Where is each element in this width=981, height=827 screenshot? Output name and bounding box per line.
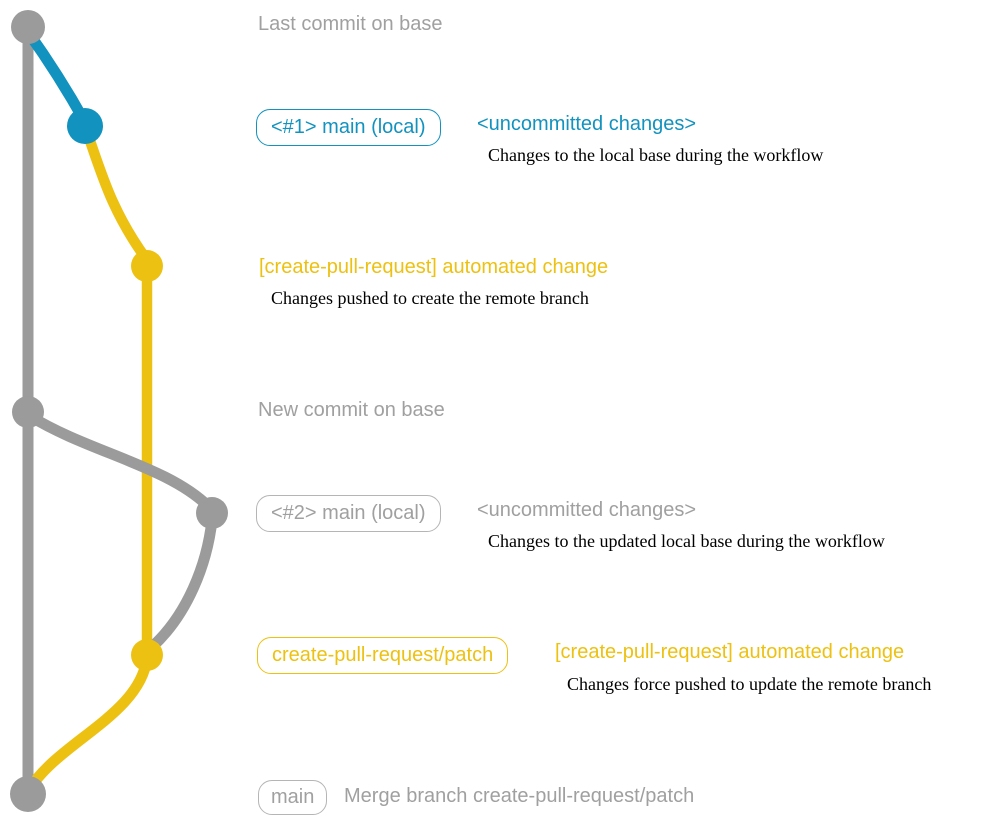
commit-caption-automated-1: Changes pushed to create the remote bran… bbox=[271, 288, 589, 308]
commit-caption-automated-2: Changes force pushed to update the remot… bbox=[567, 674, 932, 694]
commit-dot-last-base bbox=[11, 10, 45, 44]
commit-caption-uncommitted-2: Changes to the updated local base during… bbox=[488, 531, 885, 551]
commit-dot-local-1 bbox=[67, 108, 103, 144]
gray-rebase-curve-in bbox=[146, 514, 218, 653]
commit-dot-new-base bbox=[12, 396, 44, 428]
commit-dot-automated-1 bbox=[131, 250, 163, 282]
note-new-commit-on-base: New commit on base bbox=[258, 399, 445, 421]
gray-rebase-curve-out bbox=[24, 410, 215, 513]
commit-dot-local-2 bbox=[196, 497, 228, 529]
commit-dot-merge bbox=[10, 776, 46, 812]
commit-title-uncommitted-1: <uncommitted changes> bbox=[477, 113, 697, 135]
note-last-commit-on-base: Last commit on base bbox=[258, 13, 443, 35]
blue-branch-curve bbox=[22, 26, 91, 128]
branch-label-main-local-1: <#1> main (local) bbox=[256, 109, 441, 146]
yellow-merge-curve bbox=[23, 652, 153, 796]
commit-dot-automated-2 bbox=[131, 639, 163, 671]
commit-title-automated-1: [create-pull-request] automated change bbox=[259, 256, 609, 278]
commit-title-uncommitted-2: <uncommitted changes> bbox=[477, 499, 697, 521]
branch-label-main: main bbox=[258, 780, 328, 815]
commit-title-automated-2: [create-pull-request] automated change bbox=[555, 641, 905, 663]
commit-title-merge: Merge branch create-pull-request/patch bbox=[344, 785, 695, 807]
branch-label-create-pull-request-patch: create-pull-request/patch bbox=[257, 637, 509, 674]
yellow-branch-line bbox=[81, 126, 153, 661]
commit-caption-uncommitted-1: Changes to the local base during the wor… bbox=[488, 145, 824, 165]
branch-label-main-local-2: <#2> main (local) bbox=[256, 495, 441, 532]
